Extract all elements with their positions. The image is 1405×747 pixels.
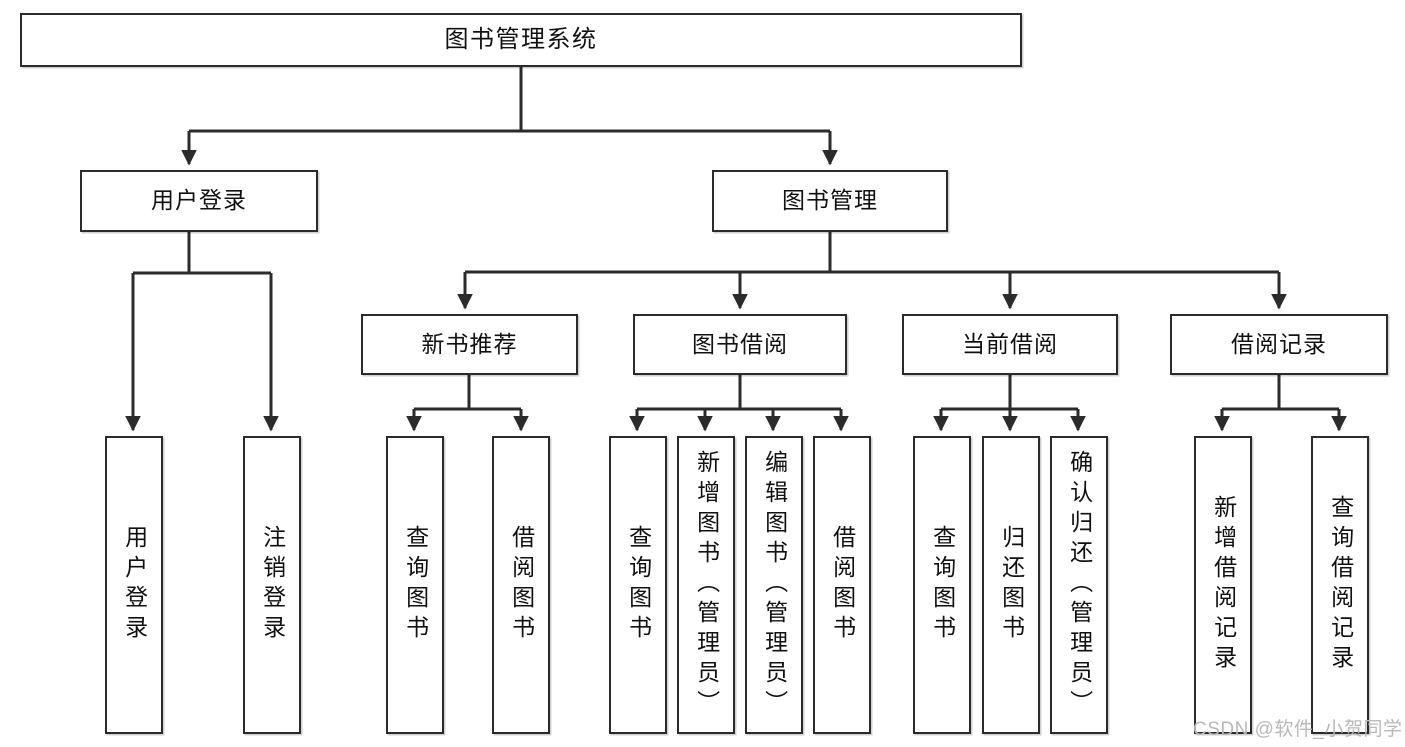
node-root-book-management-system[interactable]: 图书管理系统 [20,13,1022,67]
leaf-new-book-query-book[interactable]: 查询图书 [386,436,444,734]
leaf-current-borrow-query-book[interactable]: 查询图书 [913,436,971,734]
leaf-book-borrow-borrow-book[interactable]: 借阅图书 [813,436,871,734]
node-book-borrow[interactable]: 图书借阅 [633,314,847,375]
leaf-book-borrow-edit-book-admin[interactable]: 编辑图书（管理员） [745,436,803,734]
csdn-watermark: CSDN @软件_小贺同学 [1193,719,1403,740]
leaf-book-borrow-add-book-admin[interactable]: 新增图书（管理员） [677,436,735,734]
leaf-user-login-login[interactable]: 用户登录 [105,436,163,734]
node-new-book-recommend[interactable]: 新书推荐 [361,314,578,375]
leaf-user-login-logout[interactable]: 注销登录 [243,436,301,734]
leaf-borrow-record-query-record[interactable]: 查询借阅记录 [1311,436,1369,734]
leaf-current-borrow-confirm-return-admin[interactable]: 确认归还（管理员） [1050,436,1108,734]
leaf-current-borrow-return-book[interactable]: 归还图书 [982,436,1040,734]
node-borrow-record[interactable]: 借阅记录 [1170,314,1388,375]
node-user-login[interactable]: 用户登录 [80,170,318,232]
node-book-management[interactable]: 图书管理 [712,170,948,232]
node-current-borrow[interactable]: 当前借阅 [902,314,1118,375]
leaf-new-book-borrow-book[interactable]: 借阅图书 [492,436,550,734]
leaf-borrow-record-add-record[interactable]: 新增借阅记录 [1194,436,1252,734]
leaf-book-borrow-query-book[interactable]: 查询图书 [609,436,667,734]
